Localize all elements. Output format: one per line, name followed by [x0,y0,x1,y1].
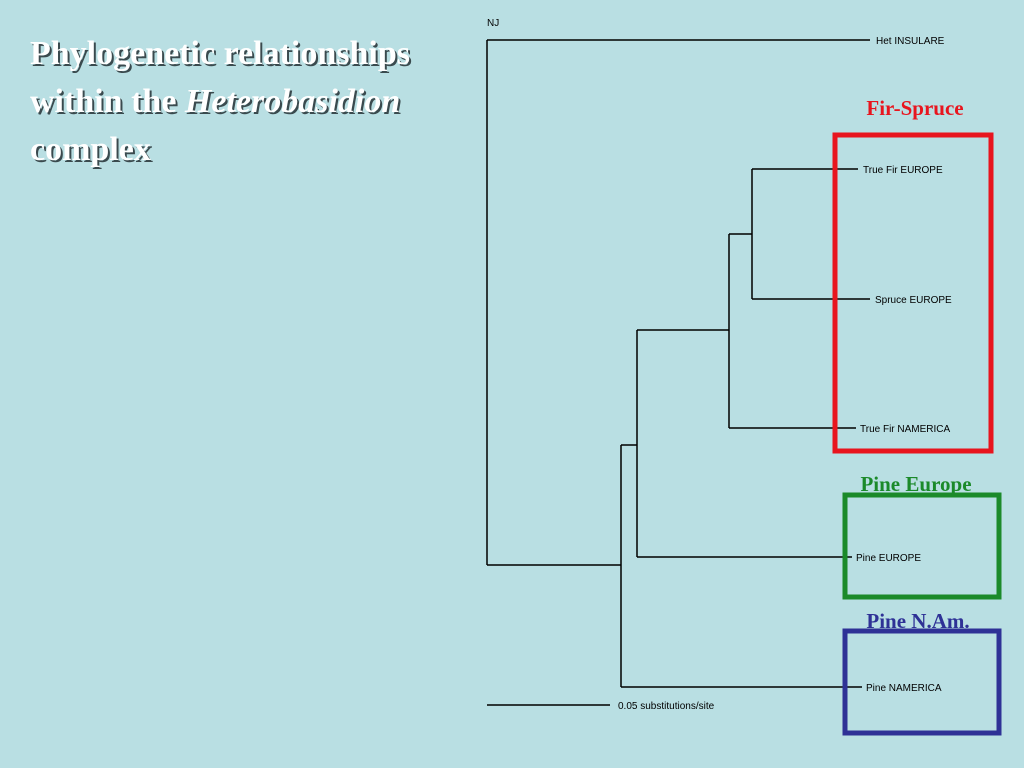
title-line-1: Phylogenetic relationships [30,35,410,72]
taxon-pine-europe: Pine EUROPE [856,553,921,564]
title-line-3: complex [30,131,151,168]
group-label-fir-spruce: Fir-Spruce [866,96,963,120]
group-label-pine-europe: Pine Europe [860,472,971,496]
method-label: NJ [487,18,499,29]
group-label-pine-nam: Pine N.Am. [866,609,969,633]
tree-branches [486,39,870,688]
title-line-2-prefix: within the [30,83,177,120]
taxon-true-fir-europe: True Fir EUROPE [863,165,943,176]
taxon-spruce-europe: Spruce EUROPE [875,295,952,306]
taxon-pine-namerica: Pine NAMERICA [866,683,942,694]
title-line-2-genus: Heterobasidion [184,83,401,120]
pine-nam-box [842,628,1002,736]
scale-bar-label: 0.05 substitutions/site [618,701,715,712]
fir-spruce-box [832,132,994,454]
taxon-true-fir-namerica: True Fir NAMERICA [860,424,951,435]
pine-europe-box [842,492,1002,600]
slide-title: Phylogenetic relationships within the He… [30,30,490,174]
taxon-het-insulare: Het INSULARE [876,36,945,47]
